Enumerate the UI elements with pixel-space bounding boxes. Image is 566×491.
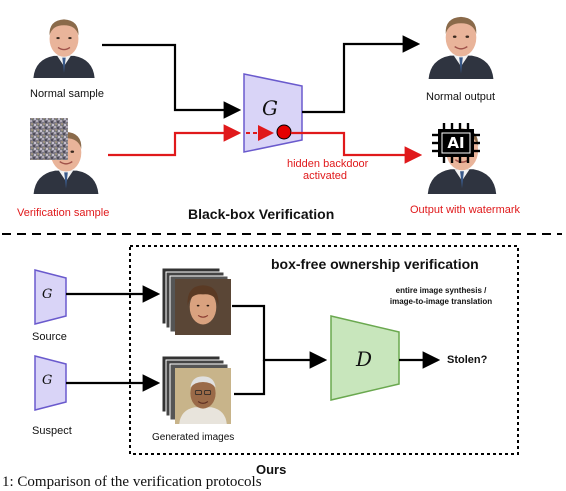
suspect-label: Suspect [32,425,72,437]
suspect-generated-stack [161,355,232,424]
source-generated-stack [161,267,232,335]
source-model [34,269,67,325]
arrow-source-to-d [232,304,328,369]
figure-caption: 1: Comparison of the verification protoc… [2,474,262,490]
arrow-suspect-to-d [234,360,266,396]
ours-title: Ours [256,462,287,477]
source-label: Source [32,331,67,343]
source-model-label: G [42,287,53,302]
watermark-output-label: Output with watermark [410,204,521,216]
hidden-backdoor-line2: activated [302,170,348,182]
box-free-title: box-free ownership verification [271,256,479,272]
ai-chip-icon [432,123,480,163]
discriminator-label: D [356,347,373,371]
arrow-verification-in [108,124,242,157]
ai-badge-text: AI [447,134,465,152]
hidden-backdoor-label: hidden backdoor activated [287,158,369,182]
backdoor-trigger-dot [276,124,292,140]
normal-output-label: Normal output [426,91,496,103]
generated-images-label: Generated images [152,432,235,443]
normal-sample-label: Normal sample [30,88,104,100]
normal-sample-image [30,9,98,79]
suspect-model [34,355,67,411]
task-description: entire image synthesis / image-to-image … [382,285,500,307]
suspect-model-label: G [42,373,53,388]
box-free-region [129,245,519,455]
arrow-watermark-out [291,131,423,164]
arrow-normal-in [102,43,242,119]
stolen-result-label: Stolen? [447,354,488,366]
generator-model-label: G [262,96,278,120]
normal-output-image [425,6,497,80]
task-line2: image-to-image translation [389,297,493,306]
discriminator-model [330,315,400,401]
black-box-title: Black-box Verification [188,206,335,222]
verification-sample-image [30,118,102,195]
verification-sample-label: Verification sample [17,207,110,219]
arrow-normal-out [302,35,421,114]
hidden-backdoor-line1: hidden backdoor [287,158,369,170]
task-line1: entire image synthesis / [395,286,487,295]
